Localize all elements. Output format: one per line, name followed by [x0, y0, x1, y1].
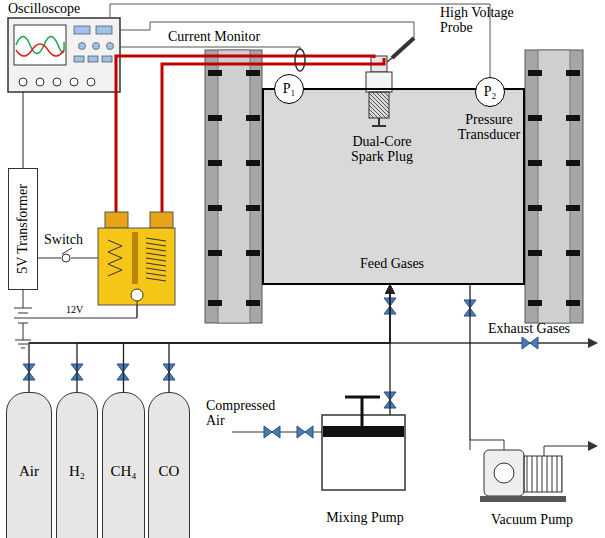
- pressure-gauge: P₁: [274, 74, 304, 104]
- gas-cylinder: Air: [6, 392, 52, 538]
- part-label: Exhaust Gases: [488, 321, 598, 336]
- node-text: Feed Gases: [342, 256, 442, 271]
- ignition-coil: [98, 212, 175, 305]
- node-text: P₁: [275, 81, 303, 96]
- pipe-connector: [124, 285, 391, 392]
- part-label: 12V: [66, 304, 106, 315]
- pipe-connector: [77, 285, 390, 392]
- vacuum-pump-drawing: [470, 440, 598, 502]
- oscilloscope-drawing: [8, 18, 120, 92]
- node-text: Vacuum Pump: [474, 512, 590, 527]
- node-text: Dual-Core Spark Plug: [336, 134, 428, 165]
- combustion-chamber: Dual-Core Spark Plug Pressure TransducerF…: [262, 88, 525, 285]
- part-label: Switch: [44, 232, 94, 247]
- pipe-connector: [169, 285, 390, 392]
- mixing-pump-drawing: [322, 397, 405, 490]
- current-monitor-ring: [295, 49, 305, 71]
- pipe-connector: [29, 285, 390, 392]
- node-text: P₂: [476, 84, 504, 99]
- node-text: CH₄: [103, 463, 144, 480]
- vacuum-pump: Vacuum Pump: [474, 440, 590, 532]
- pipe-connector: [469, 285, 470, 440]
- node-text: 5V Transformer: [15, 184, 30, 274]
- flange: [205, 50, 583, 323]
- transformer-box: 5V Transformer: [8, 168, 38, 290]
- gas-cylinder: CO: [148, 392, 190, 538]
- node-text: H₂: [57, 463, 97, 480]
- gas-cylinder: H₂: [56, 392, 98, 538]
- node-text: Oscilloscope: [8, 1, 120, 16]
- part-label: Current Monitor: [168, 29, 278, 44]
- pipe-connector: [23, 92, 24, 168]
- node-text: Pressure Transducer: [452, 112, 526, 143]
- node-text: Mixing Pump: [308, 510, 422, 525]
- chamber-fill: [262, 88, 525, 285]
- node-text: CO: [149, 463, 189, 480]
- spark-plug-drawing: [366, 56, 392, 126]
- mixing-pump: Mixing Pump: [318, 415, 412, 530]
- oscilloscope: Oscilloscope: [8, 18, 120, 92]
- pipe-connector: [389, 285, 390, 415]
- part-label: Compressed Air: [206, 398, 284, 429]
- node-text: Air: [7, 463, 51, 480]
- part-label: High Voltage Probe: [440, 5, 530, 36]
- pressure-gauge: P₂: [475, 77, 505, 107]
- pipe-connector: [110, 4, 490, 77]
- gas-cylinder: CH₄: [102, 392, 145, 538]
